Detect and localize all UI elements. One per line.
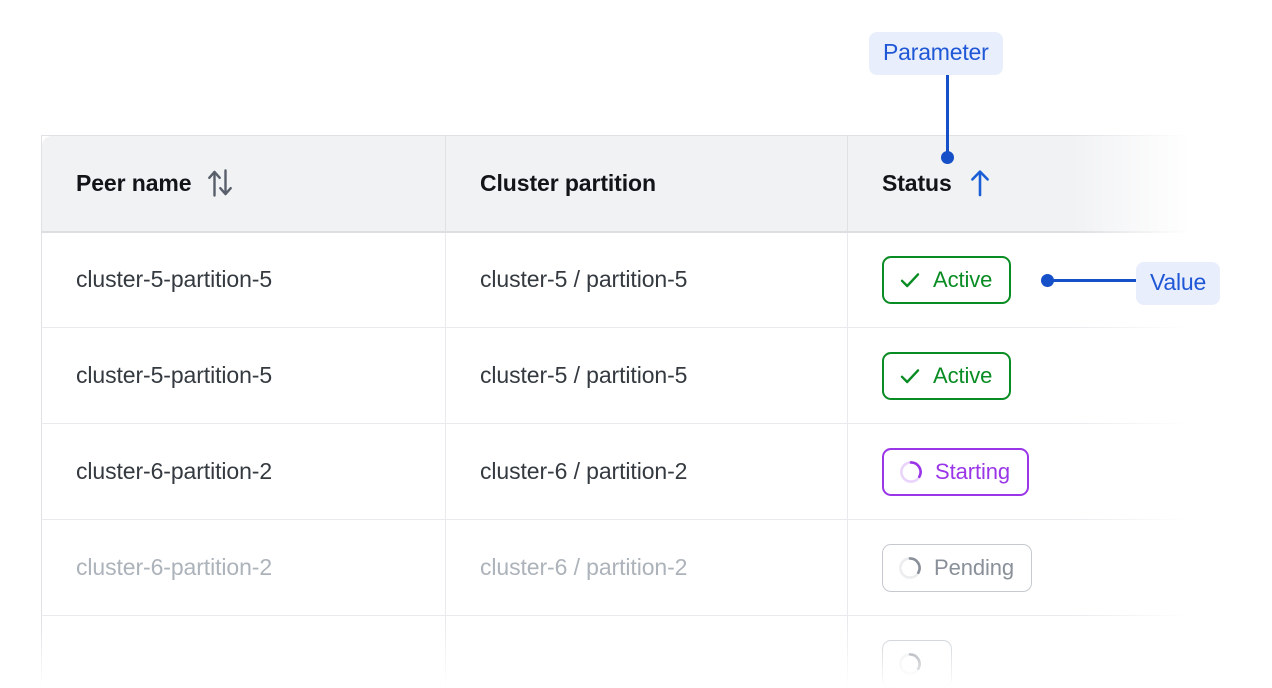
spinner-icon — [899, 652, 921, 675]
cell-status: Starting — [847, 423, 1191, 520]
peers-table-container: Peer name Cluster partition — [41, 135, 1191, 688]
cell-peer-name: cluster-6-partition-2 — [41, 519, 446, 616]
column-header-status-label: Status — [882, 169, 952, 196]
status-badge-label: Active — [933, 266, 993, 292]
annotation-label-value: Value — [1136, 262, 1221, 305]
column-header-cluster-partition[interactable]: Cluster partition — [445, 135, 848, 233]
table-header-row: Peer name Cluster partition — [41, 135, 1191, 233]
status-badge: Active — [882, 255, 1012, 304]
cell-peer-name: cluster-6-partition-2 — [41, 423, 446, 520]
status-badge: Active — [882, 351, 1012, 400]
annotation-label-parameter: Parameter — [869, 32, 1003, 75]
table-row[interactable]: cluster-5-partition-5 cluster-5 / partit… — [41, 231, 1191, 328]
annotation-connector-value — [1050, 279, 1136, 282]
annotation-dot-value — [1041, 274, 1054, 287]
sort-both-icon[interactable] — [207, 168, 233, 198]
cell-status: Active — [847, 327, 1191, 424]
column-header-status[interactable]: Status — [847, 135, 1191, 233]
status-badge-label: Pending — [934, 554, 1015, 580]
annotation-connector-parameter — [946, 74, 949, 158]
peers-table: Peer name Cluster partition — [41, 135, 1191, 688]
check-icon — [900, 272, 920, 287]
cell-peer-name — [41, 615, 446, 688]
table-header: Peer name Cluster partition — [41, 135, 1191, 233]
cell-cluster-partition — [445, 615, 848, 688]
annotation-dot-parameter — [941, 151, 954, 164]
arrow-up-icon[interactable] — [968, 169, 992, 197]
spinner-icon — [900, 460, 922, 483]
status-badge-label: Starting — [935, 458, 1011, 484]
check-icon — [900, 368, 920, 383]
status-badge: Starting — [882, 447, 1030, 496]
cell-cluster-partition: cluster-6 / partition-2 — [445, 423, 848, 520]
table-row[interactable]: cluster-6-partition-2 cluster-6 / partit… — [41, 519, 1191, 616]
table-body: cluster-5-partition-5 cluster-5 / partit… — [41, 231, 1191, 688]
status-badge: Pending — [882, 543, 1033, 592]
cell-peer-name: cluster-5-partition-5 — [41, 327, 446, 424]
cell-cluster-partition: cluster-5 / partition-5 — [445, 231, 848, 328]
column-header-peer-name-label: Peer name — [76, 169, 192, 196]
column-header-cluster-partition-label: Cluster partition — [480, 169, 656, 196]
cell-peer-name: cluster-5-partition-5 — [41, 231, 446, 328]
cell-cluster-partition: cluster-5 / partition-5 — [445, 327, 848, 424]
cell-cluster-partition: cluster-6 / partition-2 — [445, 519, 848, 616]
table-row[interactable] — [41, 615, 1191, 688]
spinner-icon — [899, 556, 921, 579]
status-badge — [882, 639, 952, 688]
cell-status: Pending — [847, 519, 1191, 616]
table-row[interactable]: cluster-6-partition-2 cluster-6 / partit… — [41, 423, 1191, 520]
column-header-peer-name[interactable]: Peer name — [41, 135, 446, 233]
table-row[interactable]: cluster-5-partition-5 cluster-5 / partit… — [41, 327, 1191, 424]
cell-status — [847, 615, 1191, 688]
status-badge-label: Active — [933, 362, 993, 388]
